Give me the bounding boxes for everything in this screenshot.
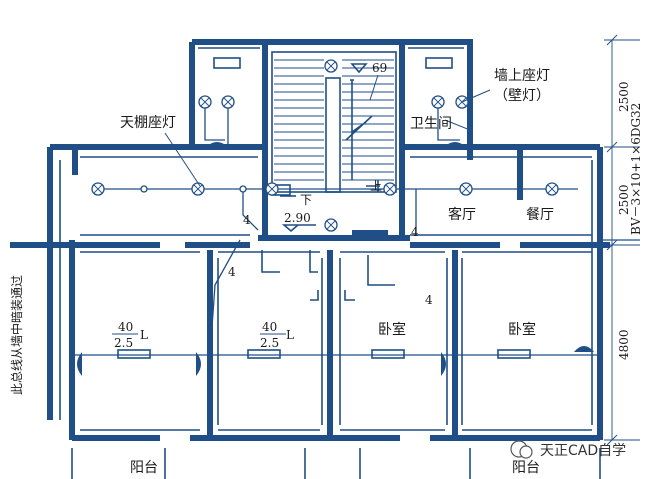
lamp2-power: 40 — [262, 320, 277, 334]
lamp-icon — [198, 95, 212, 109]
living-room-label: 客厅 — [448, 206, 476, 223]
watermark: 天正CAD自学 — [510, 440, 626, 459]
dim-2500-mid: 2500 — [617, 184, 631, 215]
lamp-icon — [265, 182, 279, 196]
lamp-icon — [545, 182, 559, 196]
plan-marks: 69 2.90 下 上 4 4 4 4 40 2.5 L 40 2.5 L — [114, 61, 433, 350]
up-mark: 上 — [370, 179, 382, 193]
inner-lines — [59, 47, 601, 479]
lamp1-type: L — [140, 328, 148, 342]
lamp-icon — [324, 218, 338, 232]
staircase — [271, 51, 397, 197]
wall-lamp-label: 墙上座灯 — [494, 68, 550, 84]
down-mark: 下 — [300, 193, 312, 207]
wiring — [10, 100, 640, 356]
side-note: 此总线从墙中暗装通过 — [9, 275, 24, 395]
dimension-values: 2500 2500 4800 — [617, 81, 631, 360]
wall-lamp-paren-label: （壁灯） — [494, 88, 550, 104]
bedroom-left-label: 卧室 — [378, 321, 406, 338]
lamps — [91, 59, 559, 232]
lamp-icon — [324, 59, 338, 73]
wire-count-a: 4 — [243, 213, 251, 227]
wire-count-d: 4 — [425, 293, 433, 307]
ceiling-lamp-label: 天棚座灯 — [120, 115, 176, 131]
balcony-right-label: 阳台 — [512, 460, 540, 476]
lamp-icon — [459, 182, 473, 196]
lamp-icon — [239, 185, 247, 193]
fluorescent-lamps — [112, 333, 531, 359]
lamp1-power: 40 — [118, 320, 133, 334]
lamp-icon — [431, 95, 445, 109]
lamp-icon — [383, 182, 397, 196]
leaders — [164, 74, 491, 187]
lamp1-qty: 2.5 — [114, 336, 133, 350]
balcony-left-label: 阳台 — [130, 460, 158, 476]
lamp-icon — [140, 185, 148, 193]
bedroom-right-label: 卧室 — [508, 321, 536, 338]
lamp-icon — [191, 182, 205, 196]
dim-4800: 4800 — [617, 329, 631, 360]
dim-2500-top: 2500 — [617, 81, 631, 112]
dining-room-label: 餐厅 — [526, 207, 554, 223]
lamp-icon — [91, 182, 105, 196]
stair-level: 69 — [372, 61, 387, 75]
cable-spec: BV－3×10+1×6DG32 — [629, 103, 643, 235]
lamp2-type: L — [286, 328, 294, 342]
room-labels: 天棚座灯 墙上座灯 （壁灯） 卫生间 客厅 餐厅 卧室 卧室 阳台 阳台 — [120, 68, 554, 476]
wall-lamps — [77, 142, 594, 376]
wire-count-b: 4 — [411, 225, 419, 239]
lamp2-qty: 2.5 — [260, 336, 279, 350]
dimension-lines — [604, 34, 640, 446]
wire-count-c: 4 — [228, 265, 236, 279]
bathroom-label: 卫生间 — [410, 116, 452, 132]
landing-level: 2.90 — [284, 211, 311, 225]
watermark-text: 天正CAD自学 — [540, 443, 626, 459]
lamp-icon — [221, 95, 235, 109]
